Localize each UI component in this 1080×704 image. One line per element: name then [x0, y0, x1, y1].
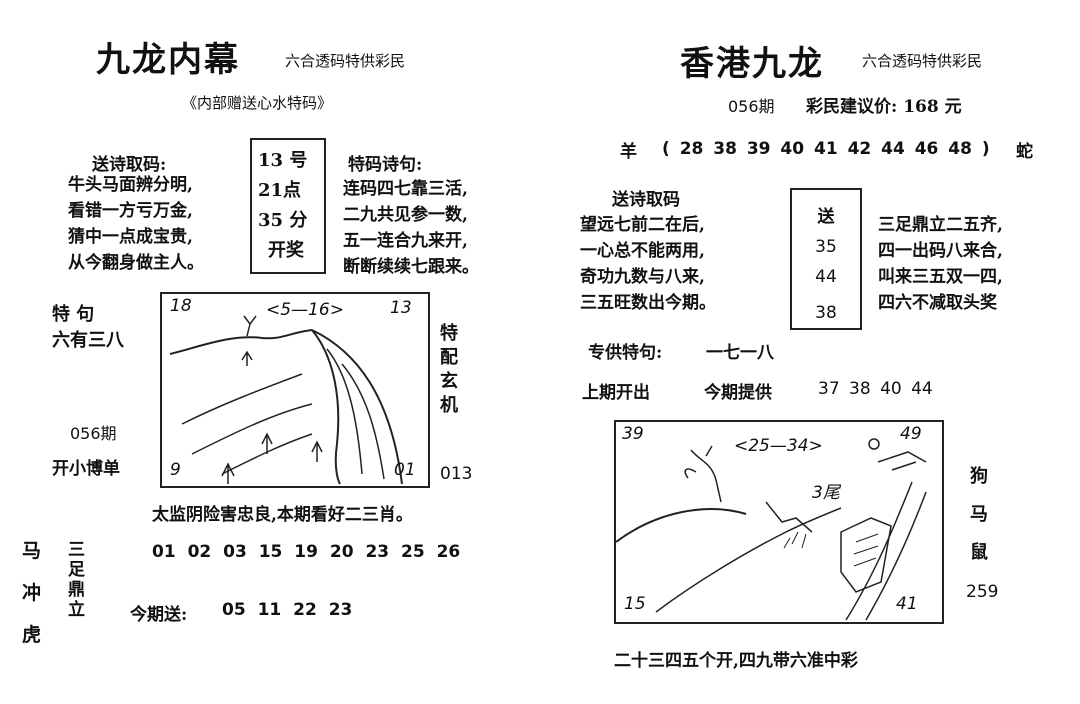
send-number-box: 送 35 44 38 [790, 188, 862, 330]
teju-label: 特 句 [52, 304, 95, 325]
right-poem-line: 三五旺数出今期。 [580, 293, 716, 313]
right-price: 彩民建议价: 168 元 [806, 97, 962, 117]
send-box-label: 送 [817, 207, 835, 227]
left-poem-line: 从今翻身做主人。 [68, 253, 204, 273]
vertical-char: 玄 [440, 371, 458, 392]
zodiac-char: 鼠 [970, 542, 988, 563]
left-title: 九龙内幕 [96, 40, 240, 80]
right-sketch-bl: 15 [624, 594, 646, 614]
left-side-number: 013 [440, 464, 473, 484]
three-legs-vertical: 三 足 鼎 立 [68, 540, 85, 620]
draw-time-box: 13 号 21点 35 分 开奖 [250, 138, 326, 274]
range-numbers: ( 28 38 39 40 41 42 44 46 48 ) [662, 139, 990, 159]
special-poem-heading: 特码诗句: [348, 155, 423, 175]
right-poem-line: 一心总不能两用, [580, 241, 705, 261]
left-sketch-br: 01 [394, 460, 416, 480]
left-period: 056期 [70, 424, 117, 443]
right-sketch-tr: 49 [900, 424, 922, 444]
bottom-line: 二十三四五个开,四九带六准中彩 [614, 651, 858, 671]
bet-label: 开小博单 [52, 459, 120, 479]
left-landscape-sketch [169, 315, 403, 485]
special-line-label: 专供特句: [588, 343, 663, 363]
left-sketch-tl: 18 [170, 296, 192, 316]
left-sketch-tr: 13 [390, 298, 412, 318]
candidate-numbers: 01 02 03 15 19 20 23 25 26 [152, 542, 461, 562]
vertical-char: 马 [22, 540, 42, 562]
vertical-char: 配 [440, 347, 458, 368]
this-draw-label: 今期提供 [704, 383, 772, 403]
right-sketch-tl: 39 [622, 424, 644, 444]
right-sketch-br: 41 [896, 594, 918, 614]
right-landscape-sketch [616, 438, 927, 621]
right-side-poem-line: 四一出码八来合, [878, 241, 1003, 261]
right-side-number: 259 [966, 582, 999, 602]
vertical-char: 虎 [22, 624, 42, 646]
zodiac-vertical: 狗 马 鼠 [970, 458, 988, 572]
draw-label: 开奖 [268, 240, 304, 261]
left-poem-line: 猜中一点成宝贵, [68, 227, 193, 247]
right-side-poem: 三足鼎立二五齐, 四一出码八来合, 叫来三五双一四, 四六不减取头奖 [878, 212, 1003, 316]
right-period: 056期 [728, 97, 775, 116]
right-sketch-range: <25—34> [734, 436, 823, 456]
left-sketch-range: <5—16> [266, 300, 344, 320]
vertical-char: 特 [440, 323, 458, 344]
vertical-char: 立 [68, 600, 85, 620]
right-sketch-frame: 39 <25—34> 49 3尾 15 41 [614, 420, 944, 624]
zodiac-char: 狗 [970, 466, 988, 487]
vertical-char: 机 [440, 395, 458, 416]
horse-rush-tiger: 马 冲 虎 [22, 530, 41, 656]
send-label: 今期送: [130, 605, 188, 625]
special-poem: 连码四七靠三活, 二九共见参一数, 五一连合九来开, 断断续续七跟来。 [343, 176, 479, 280]
vertical-char: 冲 [22, 582, 42, 604]
right-poem: 望远七前二在后, 一心总不能两用, 奇功九数与八来, 三五旺数出今期。 [580, 212, 716, 316]
special-match-vertical: 特 配 玄 机 [440, 322, 458, 418]
left-subtitle: 六合透码特供彩民 [285, 52, 406, 70]
special-poem-line: 二九共见参一数, [343, 205, 468, 225]
range-left-zodiac: 羊 [620, 142, 637, 162]
right-subtitle: 六合透码特供彩民 [862, 52, 983, 70]
last-draw-label: 上期开出 [582, 383, 650, 403]
right-side-poem-line: 四六不减取头奖 [878, 293, 997, 313]
send-box-number: 35 [815, 237, 837, 257]
special-poem-line: 连码四七靠三活, [343, 179, 468, 199]
right-title: 香港九龙 [680, 44, 824, 84]
right-poem-line: 望远七前二在后, [580, 215, 705, 235]
draw-hour: 13 号 [258, 150, 308, 171]
vertical-char: 足 [68, 560, 85, 580]
range-right-zodiac: 蛇 [1016, 142, 1033, 162]
send-box-number: 38 [815, 303, 837, 323]
zodiac-char: 马 [970, 504, 988, 525]
vertical-char: 三 [68, 540, 85, 560]
left-poem: 牛头马面辨分明, 看错一方亏万金, 猜中一点成宝贵, 从今翻身做主人。 [68, 172, 204, 276]
right-poem-line: 奇功九数与八来, [580, 267, 705, 287]
teju-value: 六有三八 [52, 330, 124, 351]
this-draw-numbers: 37 38 40 44 [818, 379, 933, 399]
send-numbers: 05 11 22 23 [222, 600, 353, 620]
send-box-number: 44 [815, 267, 837, 287]
left-poem-line: 牛头马面辨分明, [68, 175, 193, 195]
right-sketch-tail: 3尾 [812, 483, 840, 503]
right-side-poem-line: 三足鼎立二五齐, [878, 215, 1003, 235]
left-sketch-frame: 18 <5—16> 13 9 01 [160, 292, 430, 488]
special-line-value: 一七一八 [706, 343, 774, 363]
vertical-char: 鼎 [68, 580, 85, 600]
left-sketch-bl: 9 [170, 460, 181, 480]
right-poem-heading: 送诗取码 [612, 190, 680, 210]
hint-line: 太监阴险害忠良,本期看好二三肖。 [152, 505, 413, 525]
draw-minute-point: 21点 [258, 180, 302, 201]
left-tagline: 《内部赠送心水特码》 [182, 94, 333, 112]
draw-minute: 35 分 [258, 210, 308, 231]
left-poem-line: 看错一方亏万金, [68, 201, 193, 221]
special-poem-line: 断断续续七跟来。 [343, 257, 479, 277]
left-poem-heading: 送诗取码: [92, 155, 167, 175]
right-side-poem-line: 叫来三五双一四, [878, 267, 1003, 287]
special-poem-line: 五一连合九来开, [343, 231, 468, 251]
